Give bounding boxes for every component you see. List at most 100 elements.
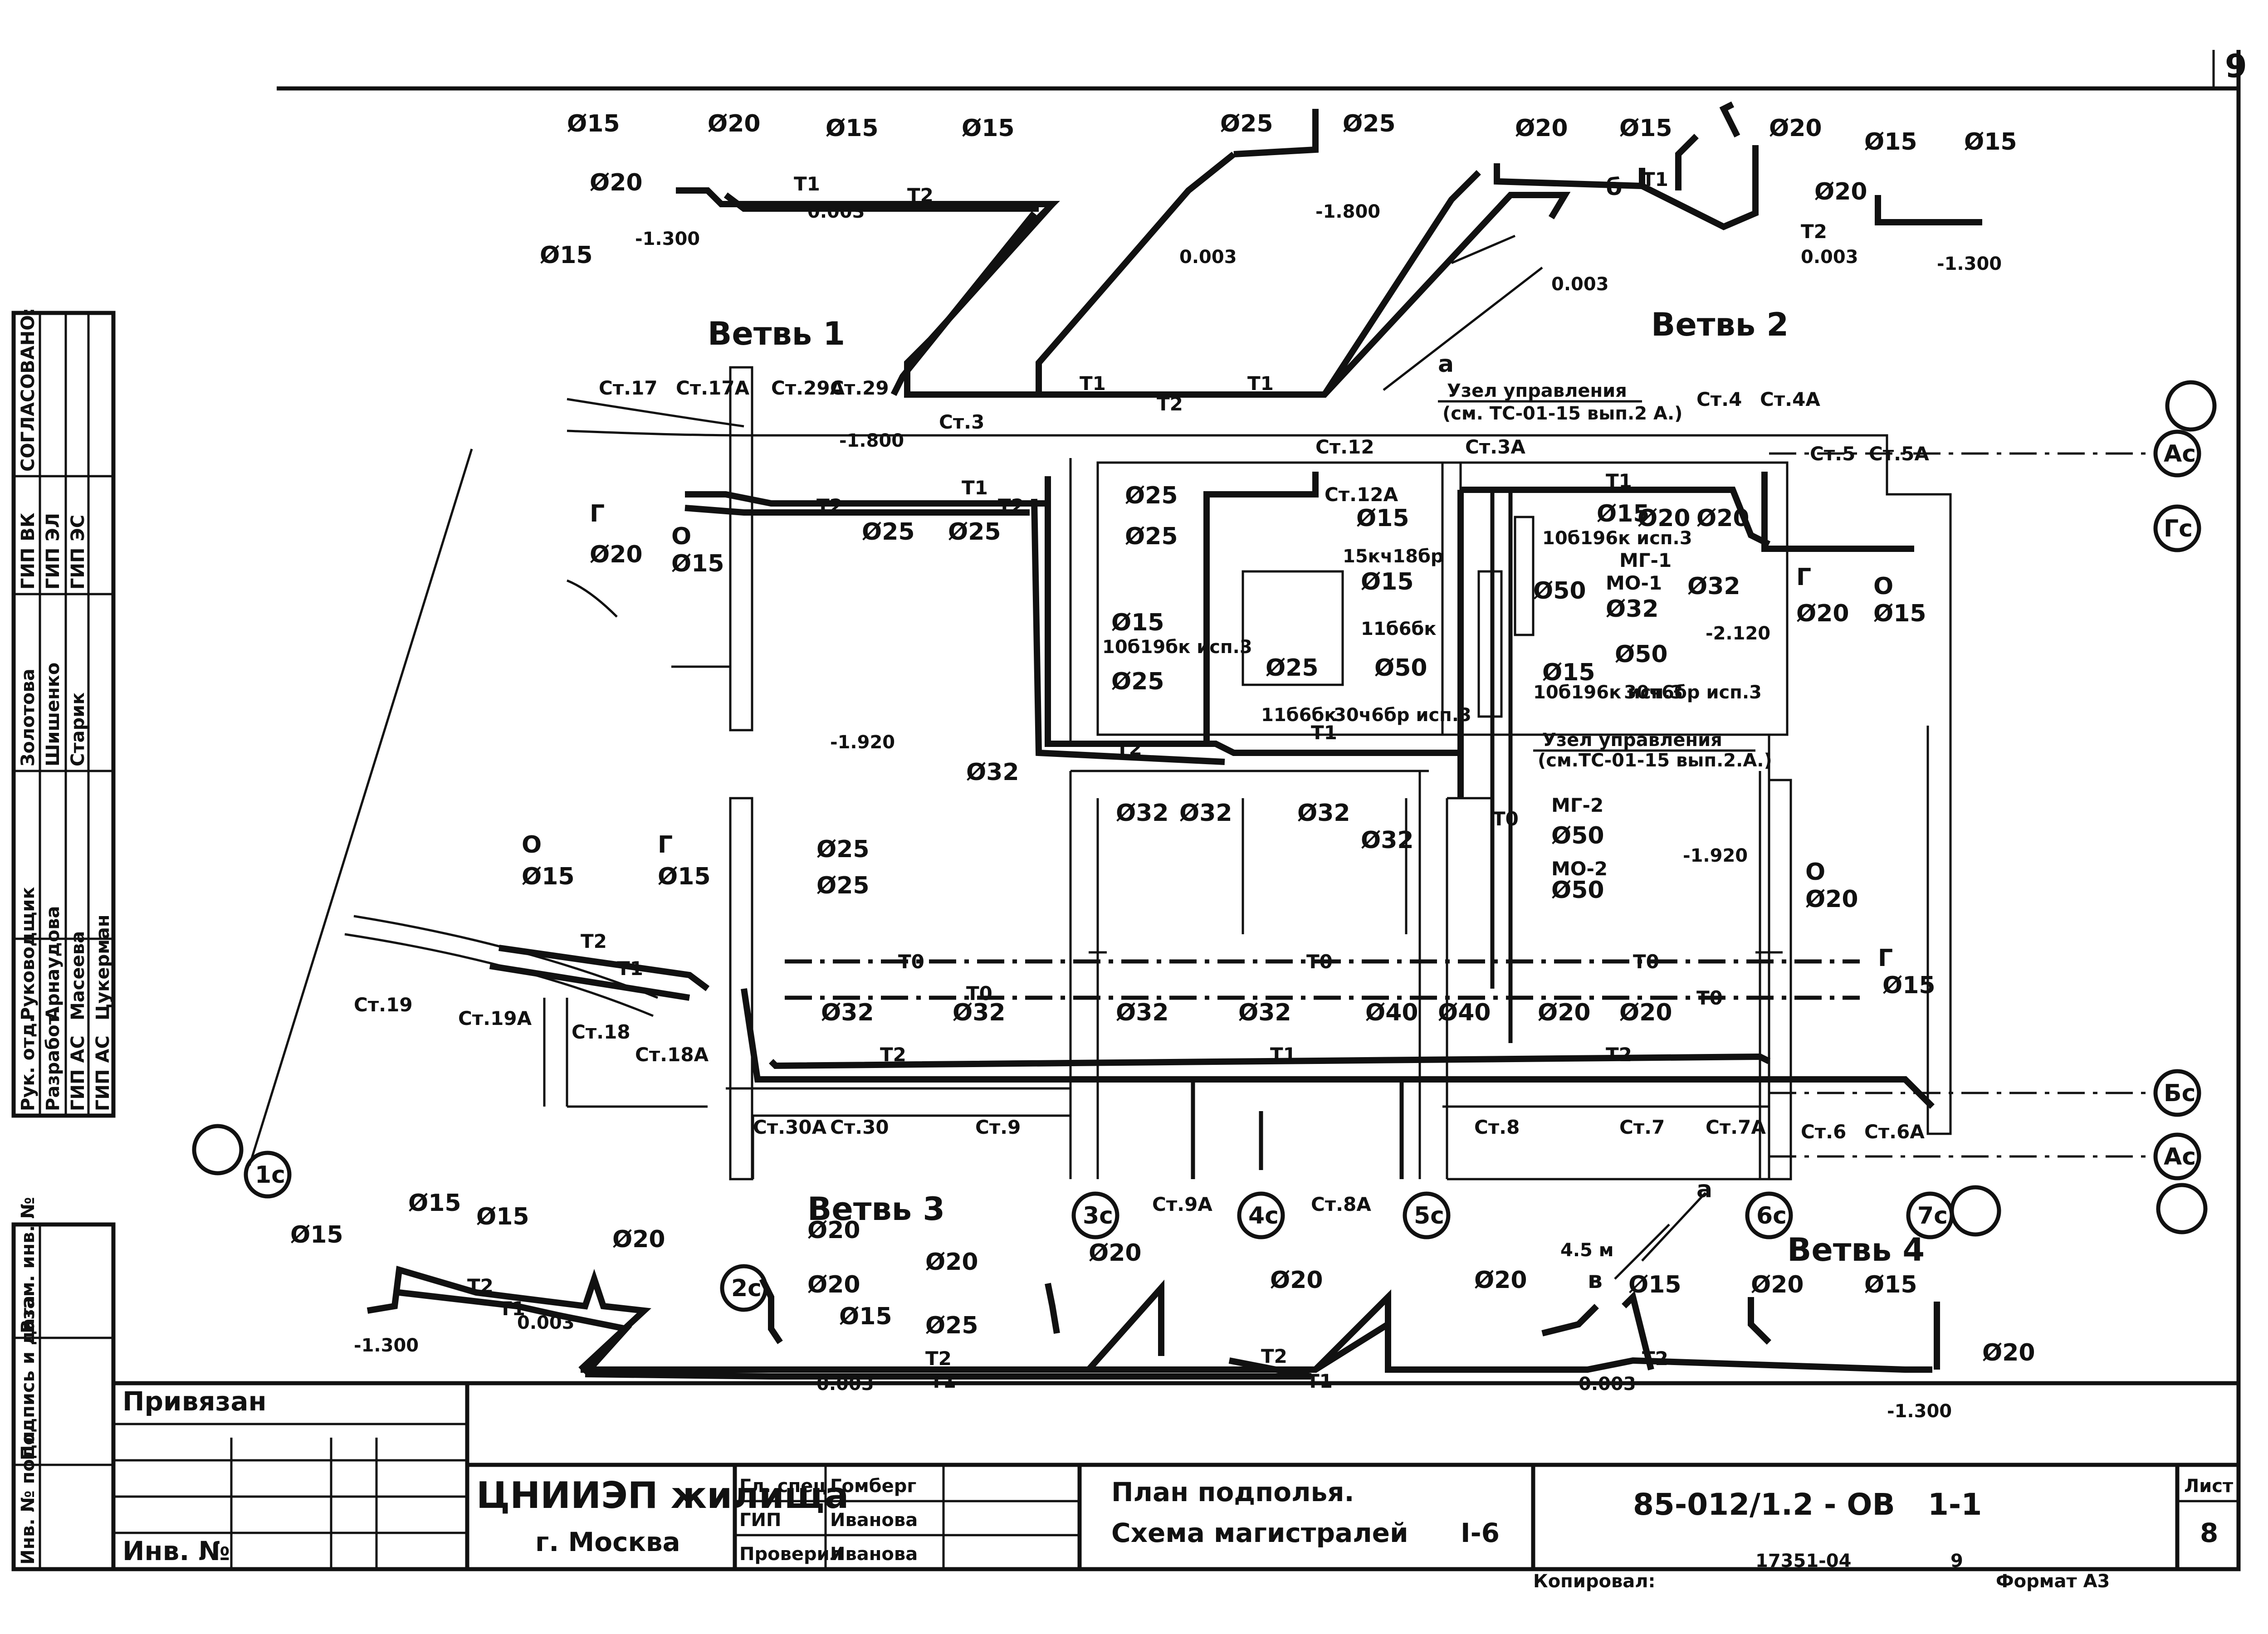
distance-label: 4.5 м <box>1560 1240 1613 1261</box>
meter-label: МО-2 <box>1551 858 1608 880</box>
diameter-label: Ø20 <box>1619 999 1672 1026</box>
valve-letter: в <box>1588 1267 1603 1294</box>
page-corner-number: 9 <box>2225 48 2247 85</box>
stamp-role: Разработ. <box>43 1007 64 1111</box>
diameter-label: Ø32 <box>1179 800 1232 827</box>
diameter-label: Ø20 <box>1796 600 1849 627</box>
riser-tag: Ст.9А <box>1152 1193 1212 1215</box>
diameter-label: Ø15 <box>671 550 724 577</box>
diameter-label: Ø50 <box>1533 577 1586 605</box>
diameter-label: Ø20 <box>1270 1267 1323 1294</box>
axonometric-top: Т1 Т2 Т1 Т1 Т2 Т1 Т2 0.003 0.003 0.003 0… <box>540 101 2017 451</box>
diameter-label: Ø25 <box>1266 654 1319 682</box>
diameter-label: Ø15 <box>1964 128 2017 156</box>
diameter-label: Ø20 <box>1515 115 1568 142</box>
title-name: Иванова <box>830 1510 918 1531</box>
axis-label: Ас <box>2164 1143 2196 1171</box>
pipe-code: Т1 <box>1606 470 1632 492</box>
stamp-name: Старик <box>68 693 88 766</box>
stamp-name: Руководщик <box>18 887 39 1020</box>
riser-tag: Ст.6 <box>1801 1121 1846 1143</box>
pipe-code: Т1 <box>1642 168 1668 190</box>
riser-tag: Ст.19 <box>354 994 413 1016</box>
organization-city: г. Москва <box>535 1527 680 1557</box>
slope-label: 0.003 <box>517 1312 575 1333</box>
stamp-column-label: Подпись и дата <box>18 1296 39 1460</box>
diameter-label: Ø15 <box>1356 505 1409 532</box>
branch-4-label: Ветвь 4 <box>1787 1231 1925 1268</box>
diameter-label: Ø50 <box>1551 877 1604 904</box>
diameter-label: Ø15 <box>476 1203 529 1230</box>
diameter-label: Ø25 <box>1111 668 1164 695</box>
riser-tag: Ст.12А <box>1325 483 1398 506</box>
pipe-code: Т2 <box>907 184 934 206</box>
diameter-label: Ø15 <box>290 1221 343 1249</box>
pipe-code: Т2 <box>925 1347 952 1370</box>
meter-label: МГ-1 <box>1619 549 1672 571</box>
diameter-label: Ø20 <box>1805 886 1858 913</box>
diameter-label: Ø25 <box>862 518 915 546</box>
diameter-label: Ø15 <box>658 863 711 890</box>
riser-tag: Ст.29А <box>771 377 845 399</box>
stamp-role: ГИП ЭС <box>68 515 88 590</box>
stamp-role: Рук. отд. <box>18 1016 39 1111</box>
riser-tag: Ст.18 <box>572 1021 631 1043</box>
diameter-label: Ø15 <box>1111 609 1164 636</box>
title-name: Гомберг <box>830 1476 916 1497</box>
stamp-name: Арнаудова <box>43 906 64 1020</box>
axis-label: 7с <box>1917 1202 1948 1229</box>
diameter-label: Ø20 <box>1474 1267 1527 1294</box>
diameter-label: Ø50 <box>1551 822 1604 849</box>
drawing-title-line1: План подполья. <box>1111 1477 1354 1507</box>
pipe-code: Т1 <box>1247 372 1274 395</box>
axis-label: Бс <box>2164 1080 2195 1107</box>
riser-tag: Ст.29 <box>830 377 889 399</box>
supply-letter: Г <box>1878 945 1893 972</box>
valve-note: 10б196к исп.3 <box>1542 528 1692 549</box>
riser-tag: Ст.4 <box>1696 388 1742 410</box>
slope-label: 0.003 <box>1551 274 1609 295</box>
supply-letter: Г <box>590 500 605 527</box>
riser-tag: Ст.17 <box>599 377 658 399</box>
valve-note: 11б6бк <box>1261 705 1337 726</box>
riser-tag: Ст.30А <box>753 1116 827 1138</box>
diameter-label: Ø32 <box>953 999 1006 1026</box>
diameter-label: Ø15 <box>1597 500 1650 527</box>
diameter-label: Ø25 <box>816 872 870 899</box>
diameter-label: Ø25 <box>816 836 870 863</box>
diameter-label: Ø15 <box>1864 128 1917 156</box>
bottom-margin: 17351-04 9 Копировал: Формат А3 <box>1533 1551 2110 1592</box>
diameter-label: Ø25 <box>925 1312 978 1339</box>
riser-tag: Ст.3 <box>939 411 984 433</box>
riser-tag: Ст.3А <box>1465 436 1525 458</box>
diameter-label: Ø32 <box>821 999 874 1026</box>
elevation-label: -1.800 <box>839 430 904 451</box>
riser-tag: Ст.6А <box>1864 1121 1925 1143</box>
title-role: Проверил <box>739 1544 843 1565</box>
organization-name: ЦНИИЭП жилища <box>476 1474 849 1517</box>
diameter-label: Ø20 <box>612 1226 665 1253</box>
pipe-code: Т2 <box>1261 1345 1287 1367</box>
axis-label: Ас <box>2164 440 2196 468</box>
pipe-code: Т2 <box>1606 1044 1632 1066</box>
riser-tags: Ст.17 Ст.17А Ст.29А Ст.29 Ст.3 Ст.12 Ст.… <box>354 377 1929 1215</box>
pipe-code: Т2 <box>880 1044 906 1066</box>
valve-note: 10б19бк исп.3 <box>1102 637 1252 658</box>
diameter-label: Ø15 <box>1628 1271 1681 1298</box>
document-code: 85-012/1.2 - ОВ <box>1633 1487 1895 1522</box>
elevation-label: -1.300 <box>1937 254 2002 274</box>
riser-tag: Ст.19А <box>458 1007 532 1029</box>
diameter-label: Ø50 <box>1374 654 1427 682</box>
axis-label: 1с <box>255 1161 285 1189</box>
riser-tag: Ст.18А <box>635 1044 709 1066</box>
pipe-code: Т0 <box>1696 987 1723 1009</box>
axis-label: 5с <box>1414 1202 1444 1229</box>
diameter-label: Ø32 <box>1116 999 1169 1026</box>
section-number: I-6 <box>1461 1517 1500 1548</box>
control-unit-title: Узел управления <box>1447 380 1627 401</box>
document-sub-code: 1-1 <box>1928 1487 1982 1522</box>
diameter-label: Ø32 <box>1361 827 1414 854</box>
supply-letter: Г <box>1796 564 1811 591</box>
pipe-code: Т1 <box>962 477 988 499</box>
diameter-label: Ø50 <box>1615 641 1668 668</box>
